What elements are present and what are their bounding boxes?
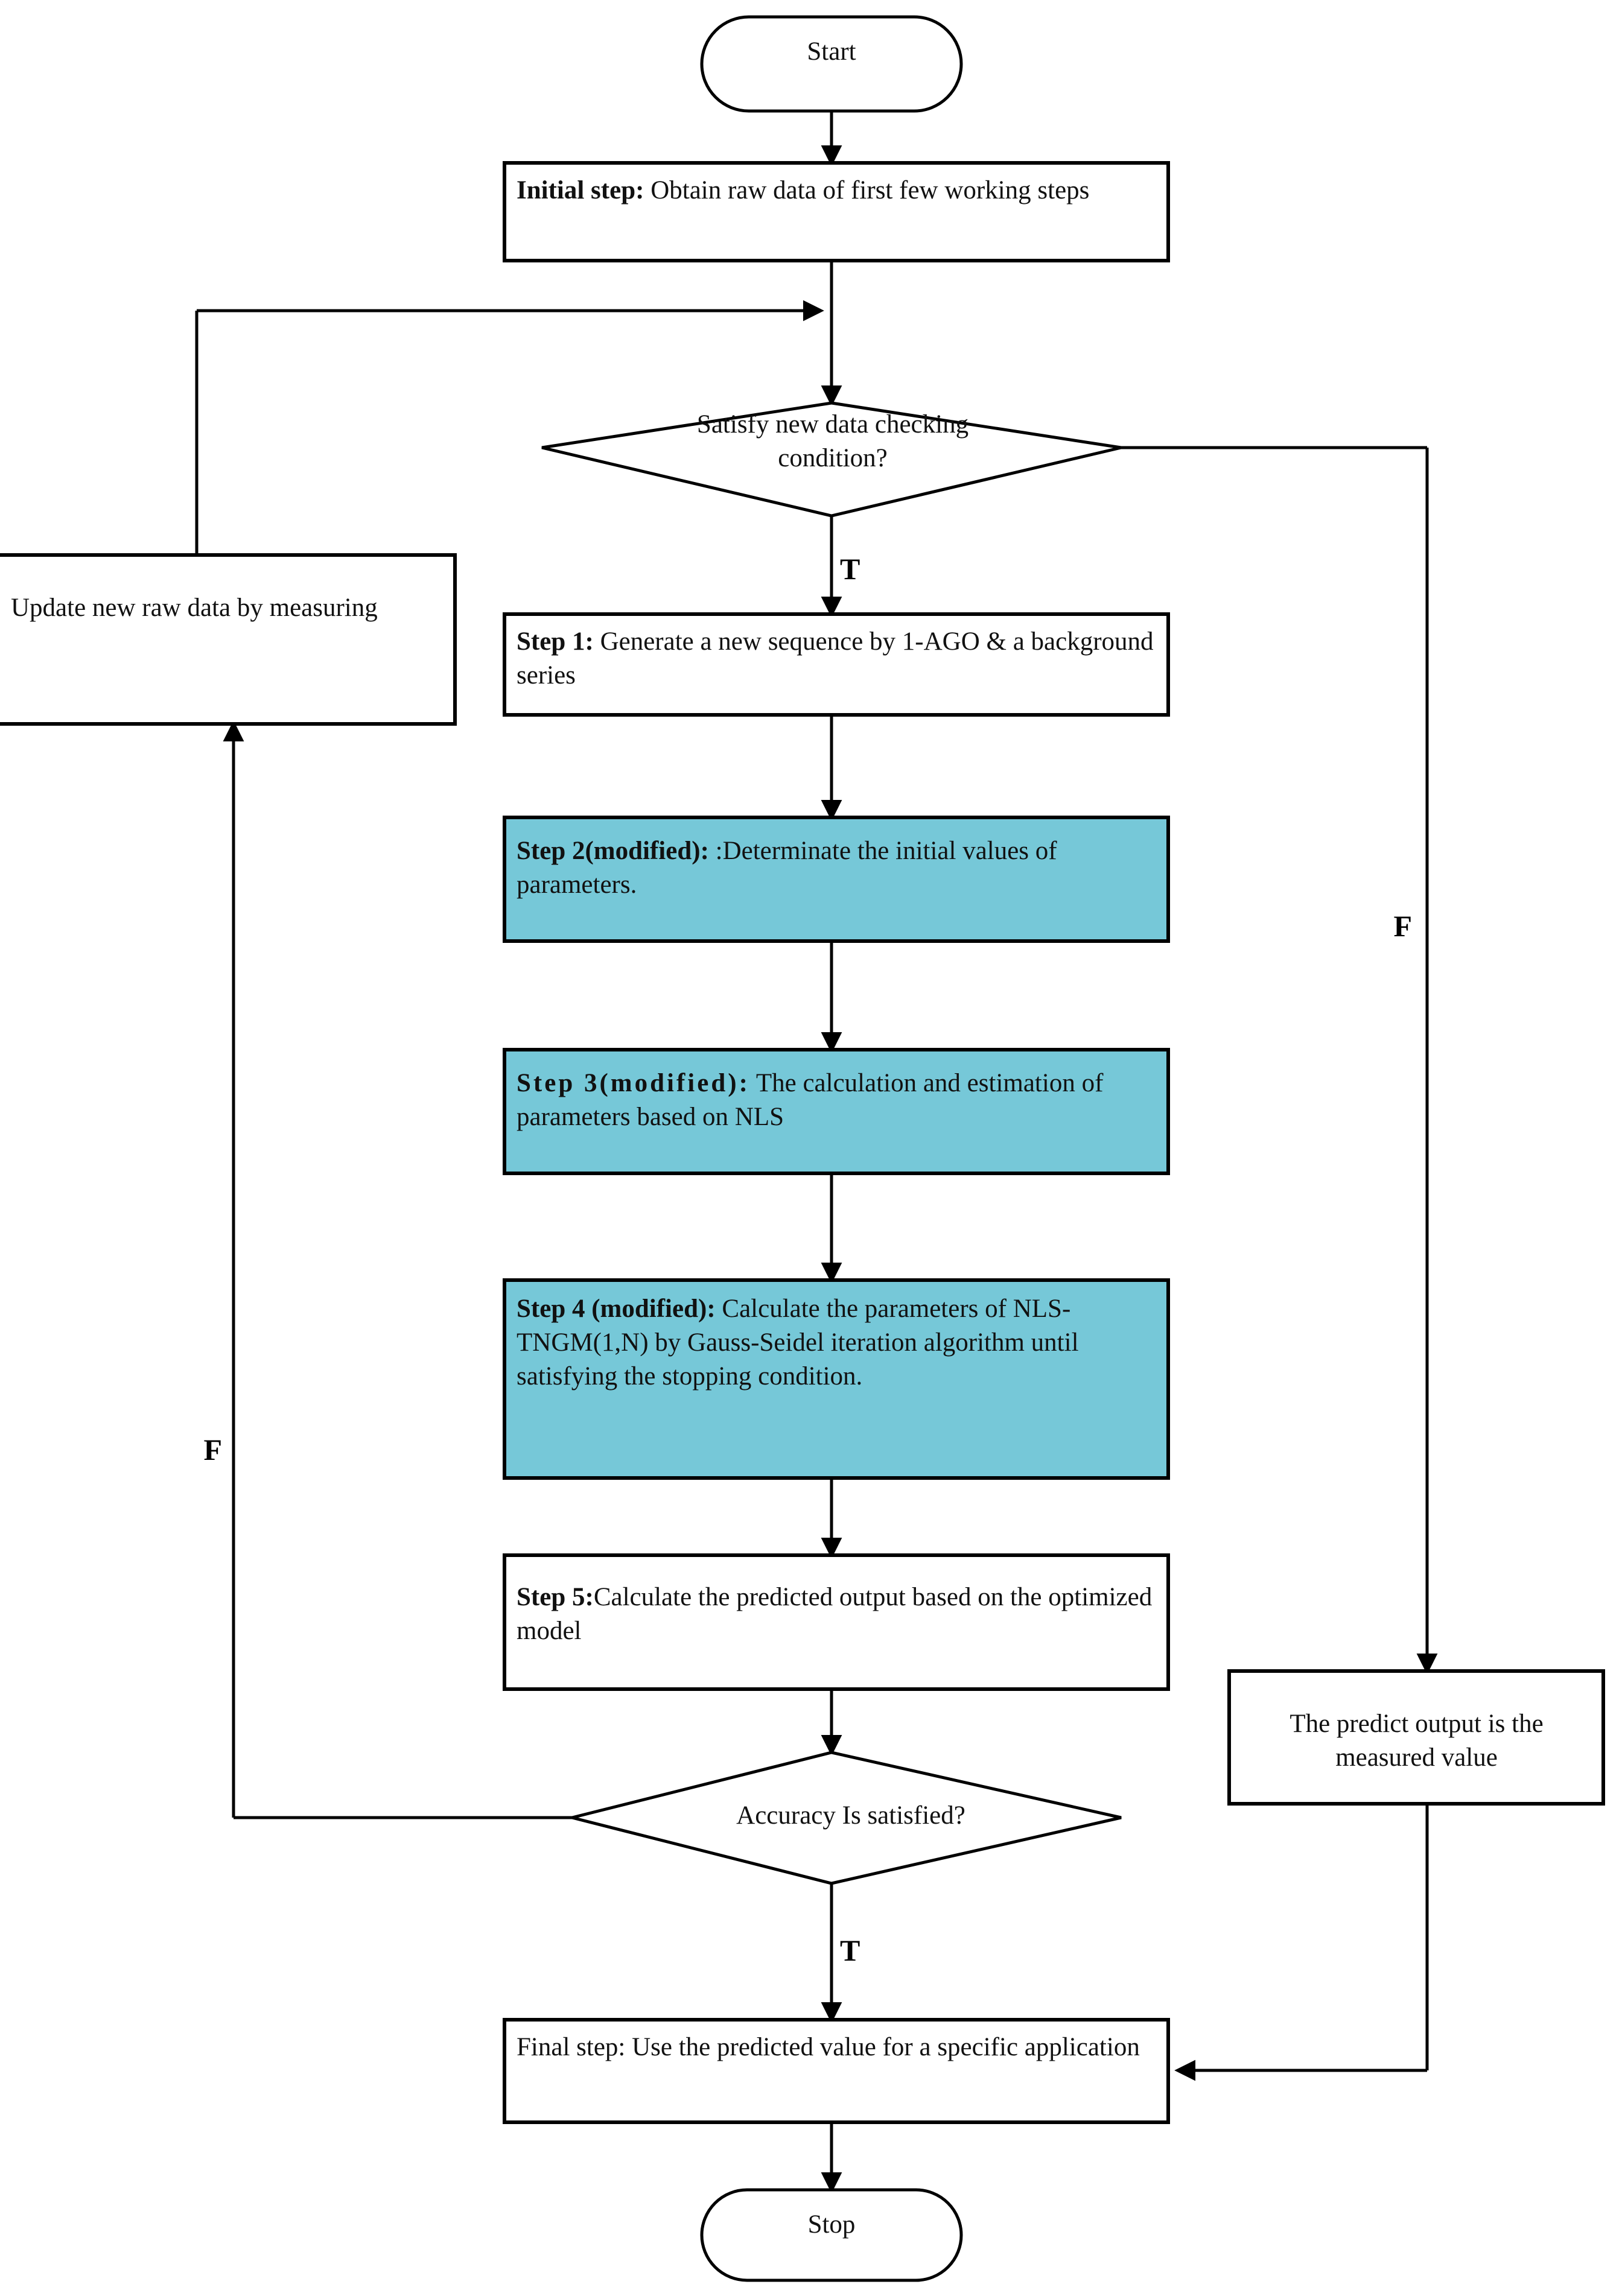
step5-prefix: Step 5: <box>517 1583 594 1611</box>
label-check-true: T <box>840 552 860 586</box>
stop-terminator-shape[interactable] <box>700 2188 963 2282</box>
step3-text: Step 3(modified): The calculation and es… <box>517 1067 1162 1134</box>
step2-text: Step 2(modified): :Determinate the initi… <box>517 834 1162 902</box>
start-terminator-shape[interactable] <box>700 15 963 113</box>
initial-step-text: Initial step: Obtain raw data of first f… <box>517 174 1162 208</box>
accuracy-decision-shape[interactable] <box>571 1751 1122 1885</box>
final-step-shape[interactable] <box>503 2018 1170 2124</box>
step1-body: Generate a new sequence by 1-AGO & a bac… <box>517 627 1154 690</box>
connectors <box>195 110 1438 2193</box>
final-step-body: Use the predicted value for a specific a… <box>625 2033 1140 2061</box>
measured-value-line1: The predict output is the <box>1290 1710 1544 1738</box>
step4-shape[interactable] <box>503 1278 1170 1480</box>
final-step-text: Final step: Use the predicted value for … <box>517 2031 1162 2064</box>
accuracy-decision-text: Accuracy Is satisfied? <box>736 1801 965 1830</box>
initial-step-body: Obtain raw data of first few working ste… <box>644 176 1090 205</box>
measured-value-line2: measured value <box>1335 1743 1498 1772</box>
step4-prefix: Step 4 (modified): <box>517 1295 716 1323</box>
update-raw-text: Update new raw data by measuring <box>11 594 378 622</box>
final-step-prefix: Final step: <box>517 2033 626 2061</box>
step1-text: Step 1: Generate a new sequence by 1-AGO… <box>517 625 1162 693</box>
step2-shape[interactable] <box>503 816 1170 943</box>
label-accuracy-true: T <box>840 1933 860 1967</box>
step3-shape[interactable] <box>503 1048 1170 1175</box>
step4-body: Calculate the parameters of NLS-TNGM(1,N… <box>517 1295 1079 1391</box>
measured-value-text: The predict output is the measured value <box>1237 1707 1596 1775</box>
step3-body: The calculation and estimation of parame… <box>517 1069 1104 1131</box>
check-decision-text: Satisfy new data checking condition? <box>603 408 1062 475</box>
step2-prefix: Step 2(modified): <box>517 837 709 865</box>
step5-body: Calculate the predicted output based on … <box>517 1583 1153 1645</box>
label-accuracy-false: F <box>203 1433 222 1467</box>
check-decision-line1: Satisfy new data checking <box>696 410 969 439</box>
step3-prefix: Step 3(modified): <box>517 1069 750 1097</box>
node-labels: Start Initial step: Obtain raw data of f… <box>11 37 1596 2239</box>
shapes <box>0 15 1605 2282</box>
step2-body: :Determinate the initial values of param… <box>517 837 1057 899</box>
edge-labels: T F F T <box>203 552 1412 1967</box>
check-decision-line2: condition? <box>778 443 888 472</box>
start-label: Start <box>807 37 856 66</box>
stop-label: Stop <box>807 2210 856 2239</box>
step5-text: Step 5:Calculate the predicted output ba… <box>517 1581 1162 1648</box>
measured-value-shape[interactable] <box>1227 1669 1605 1806</box>
check-decision-shape[interactable] <box>541 401 1122 518</box>
update-raw-shape[interactable] <box>0 553 457 726</box>
step1-shape[interactable] <box>503 612 1170 717</box>
step5-shape[interactable] <box>503 1553 1170 1691</box>
initial-step-prefix: Initial step: <box>517 176 644 205</box>
initial-step-shape[interactable] <box>503 161 1170 262</box>
label-check-false: F <box>1393 909 1412 943</box>
step1-prefix: Step 1: <box>517 627 594 656</box>
step4-text: Step 4 (modified): Calculate the paramet… <box>517 1292 1162 1394</box>
